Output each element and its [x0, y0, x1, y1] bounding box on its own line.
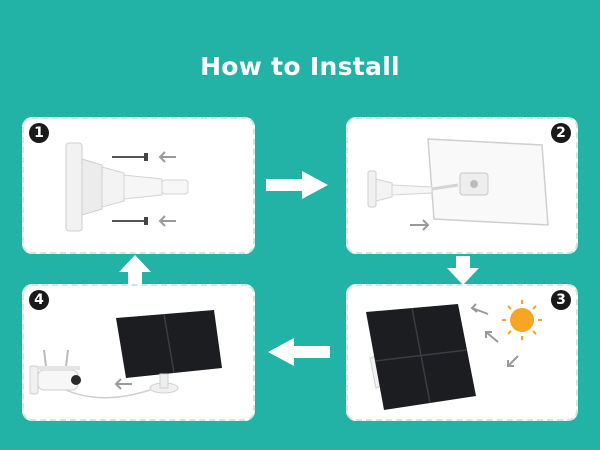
- arrow-diagonal-icon: [485, 331, 499, 343]
- flow-arrow-up-icon: [119, 255, 151, 284]
- wall-mount-bracket-illustration: [65, 142, 189, 232]
- camera-icon: [29, 349, 81, 395]
- arrow-diagonal-icon: [507, 355, 519, 367]
- step-4-panel: 4: [22, 284, 255, 421]
- page-title: How to Install: [200, 52, 400, 81]
- solar-panel-mounted-illustration: [366, 300, 542, 410]
- flow-arrow-left-icon: [268, 338, 330, 366]
- solar-panel: [366, 304, 476, 410]
- step-3-panel: 3: [346, 284, 578, 421]
- arrow-left-icon: [114, 378, 132, 390]
- arrow-right-icon: [410, 219, 430, 231]
- flow-arrow-right-icon: [266, 171, 328, 199]
- flow-arrow-down-icon: [447, 256, 479, 285]
- sun-icon: [502, 300, 542, 340]
- step-2-badge: 2: [551, 123, 571, 143]
- step-4-badge: 4: [29, 290, 49, 310]
- camera-connection-illustration: [29, 310, 222, 399]
- arrow-diagonal-icon: [470, 303, 489, 315]
- step-2-panel: 2: [346, 117, 578, 254]
- mount-and-panel-bracket-illustration: [367, 138, 549, 231]
- arrow-left-icon: [158, 151, 176, 163]
- step-1-panel: 1: [22, 117, 255, 254]
- arrow-left-icon: [158, 215, 176, 227]
- screw-icon: [112, 217, 148, 225]
- screw-icon: [112, 153, 148, 161]
- step-3-badge: 3: [551, 290, 571, 310]
- solar-panel: [116, 310, 222, 378]
- step-1-badge: 1: [29, 123, 49, 143]
